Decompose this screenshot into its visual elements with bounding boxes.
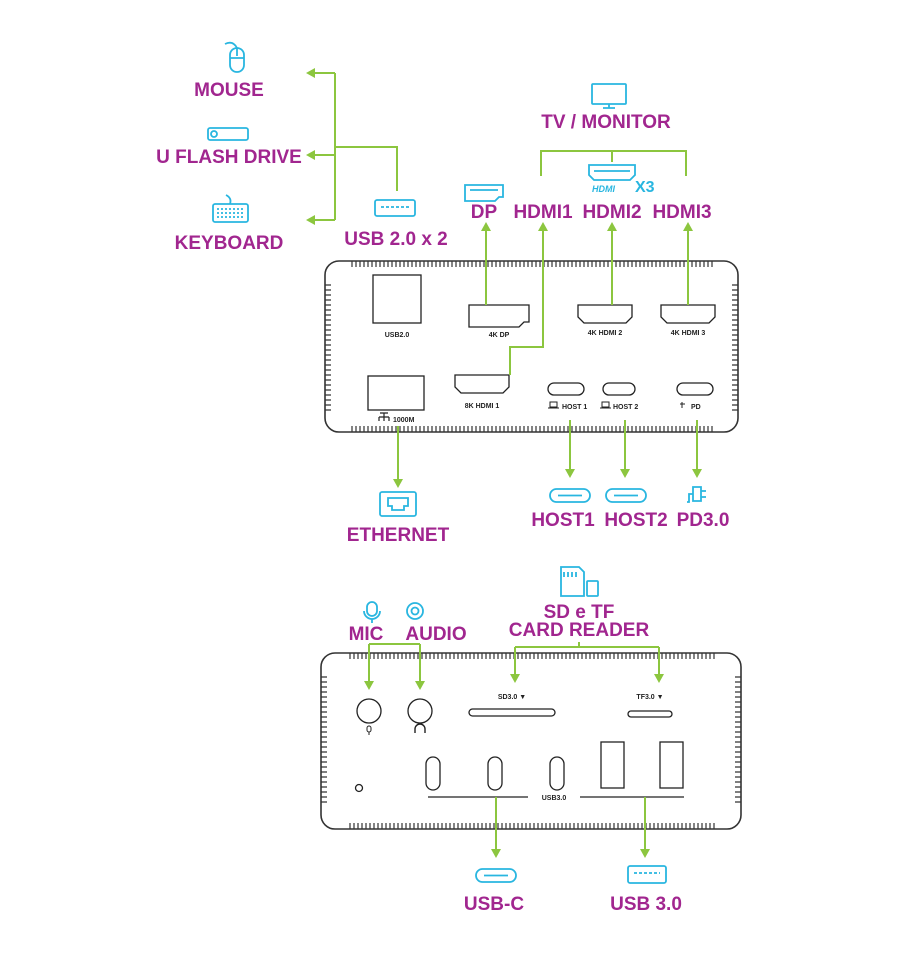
host1-port <box>547 382 585 396</box>
host2-label: HOST2 <box>604 510 667 531</box>
usb-c-icon <box>605 488 647 503</box>
usb-a-port <box>600 741 625 789</box>
audio-jack <box>407 698 433 724</box>
usb20-port <box>372 274 422 324</box>
back-panel-connector-lines <box>306 68 702 488</box>
usb-c-icon <box>549 488 591 503</box>
host2-port-label: HOST 2 <box>613 404 638 411</box>
laptop-small-icon <box>548 401 559 409</box>
keyboard-icon <box>212 194 249 223</box>
back-panel-vents-top <box>325 261 738 432</box>
ethernet-icon <box>379 491 417 517</box>
front-panel-connector-lines <box>364 642 664 858</box>
lan-port <box>367 375 425 411</box>
sd-slot-label: SD3.0 ▼ <box>498 694 526 701</box>
card-reader-label-line2: CARD READER <box>509 620 650 641</box>
host1-port-label: HOST 1 <box>562 404 587 411</box>
lan-small-icon <box>378 412 390 421</box>
plug-small-icon <box>680 402 685 408</box>
power-led <box>354 783 364 793</box>
mic-small-icon <box>366 725 372 735</box>
usb-a-icon <box>627 865 667 884</box>
lan-port-label: 1000M <box>393 417 415 424</box>
hdmi2-port <box>577 304 633 324</box>
sd-card-icon <box>560 566 599 597</box>
usb-a-port <box>659 741 684 789</box>
usb-c-port <box>549 756 565 791</box>
hdmi3-port <box>660 304 716 324</box>
usb-c-icon <box>475 868 517 883</box>
usb-c-port <box>425 756 441 791</box>
hdmi1-port <box>454 374 510 394</box>
power-plug-icon <box>687 486 706 503</box>
usb-c-port <box>487 756 503 791</box>
tf-slot <box>627 710 673 718</box>
audio-jack-icon <box>406 602 424 620</box>
pd-port-label: PD <box>691 404 701 411</box>
usb20-label: USB 2.0 x 2 <box>344 229 448 250</box>
sd-slot <box>468 708 556 717</box>
usb20-port-label: USB2.0 <box>385 332 410 339</box>
hdmi2-label: HDMI2 <box>582 202 641 223</box>
ethernet-label: ETHERNET <box>347 525 450 546</box>
headphone-small-icon <box>414 723 426 733</box>
host2-port <box>602 382 636 396</box>
hdmi-icon <box>588 164 636 181</box>
dp-port-label: 4K DP <box>489 332 510 339</box>
usb-c-label: USB-C <box>464 894 524 915</box>
mouse-label: MOUSE <box>194 80 264 101</box>
hdmi-count-text: X3 <box>635 179 655 196</box>
hdmi3-label: HDMI3 <box>652 202 711 223</box>
keyboard-label: KEYBOARD <box>175 233 284 254</box>
dp-label: DP <box>471 202 498 223</box>
pd-label: PD3.0 <box>677 510 730 531</box>
flash-drive-label: U FLASH DRIVE <box>156 147 302 168</box>
dp-port <box>468 304 530 328</box>
hdmi3-port-label: 4K HDMI 3 <box>671 330 706 337</box>
host1-label: HOST1 <box>531 510 595 531</box>
front-panel-device: SD3.0 ▼ TF3.0 ▼ USB3.0 <box>320 652 742 830</box>
usb30-label: USB 3.0 <box>610 894 682 915</box>
microphone-icon <box>363 601 381 623</box>
tv-monitor-label: TV / MONITOR <box>541 112 671 133</box>
hdmi1-label: HDMI1 <box>513 202 573 223</box>
hdmi1-port-label: 8K HDMI 1 <box>465 403 500 410</box>
displayport-icon <box>464 184 504 202</box>
tf-slot-label: TF3.0 ▼ <box>636 694 663 701</box>
hdmi2-port-label: 4K HDMI 2 <box>588 330 623 337</box>
mouse-icon <box>224 41 245 73</box>
monitor-icon <box>591 83 627 109</box>
hdmi-brand-text: HDMI <box>592 184 615 194</box>
usb30-ports-label: USB3.0 <box>542 795 567 802</box>
mic-label: MIC <box>349 624 384 645</box>
usb-flash-icon <box>207 127 249 141</box>
laptop-small-icon <box>600 401 611 409</box>
mic-jack <box>356 698 382 724</box>
audio-label: AUDIO <box>405 624 466 645</box>
pd-port <box>676 382 714 396</box>
usb-a-icon <box>374 199 416 217</box>
card-reader-label-line1: SD e TF <box>544 602 615 623</box>
